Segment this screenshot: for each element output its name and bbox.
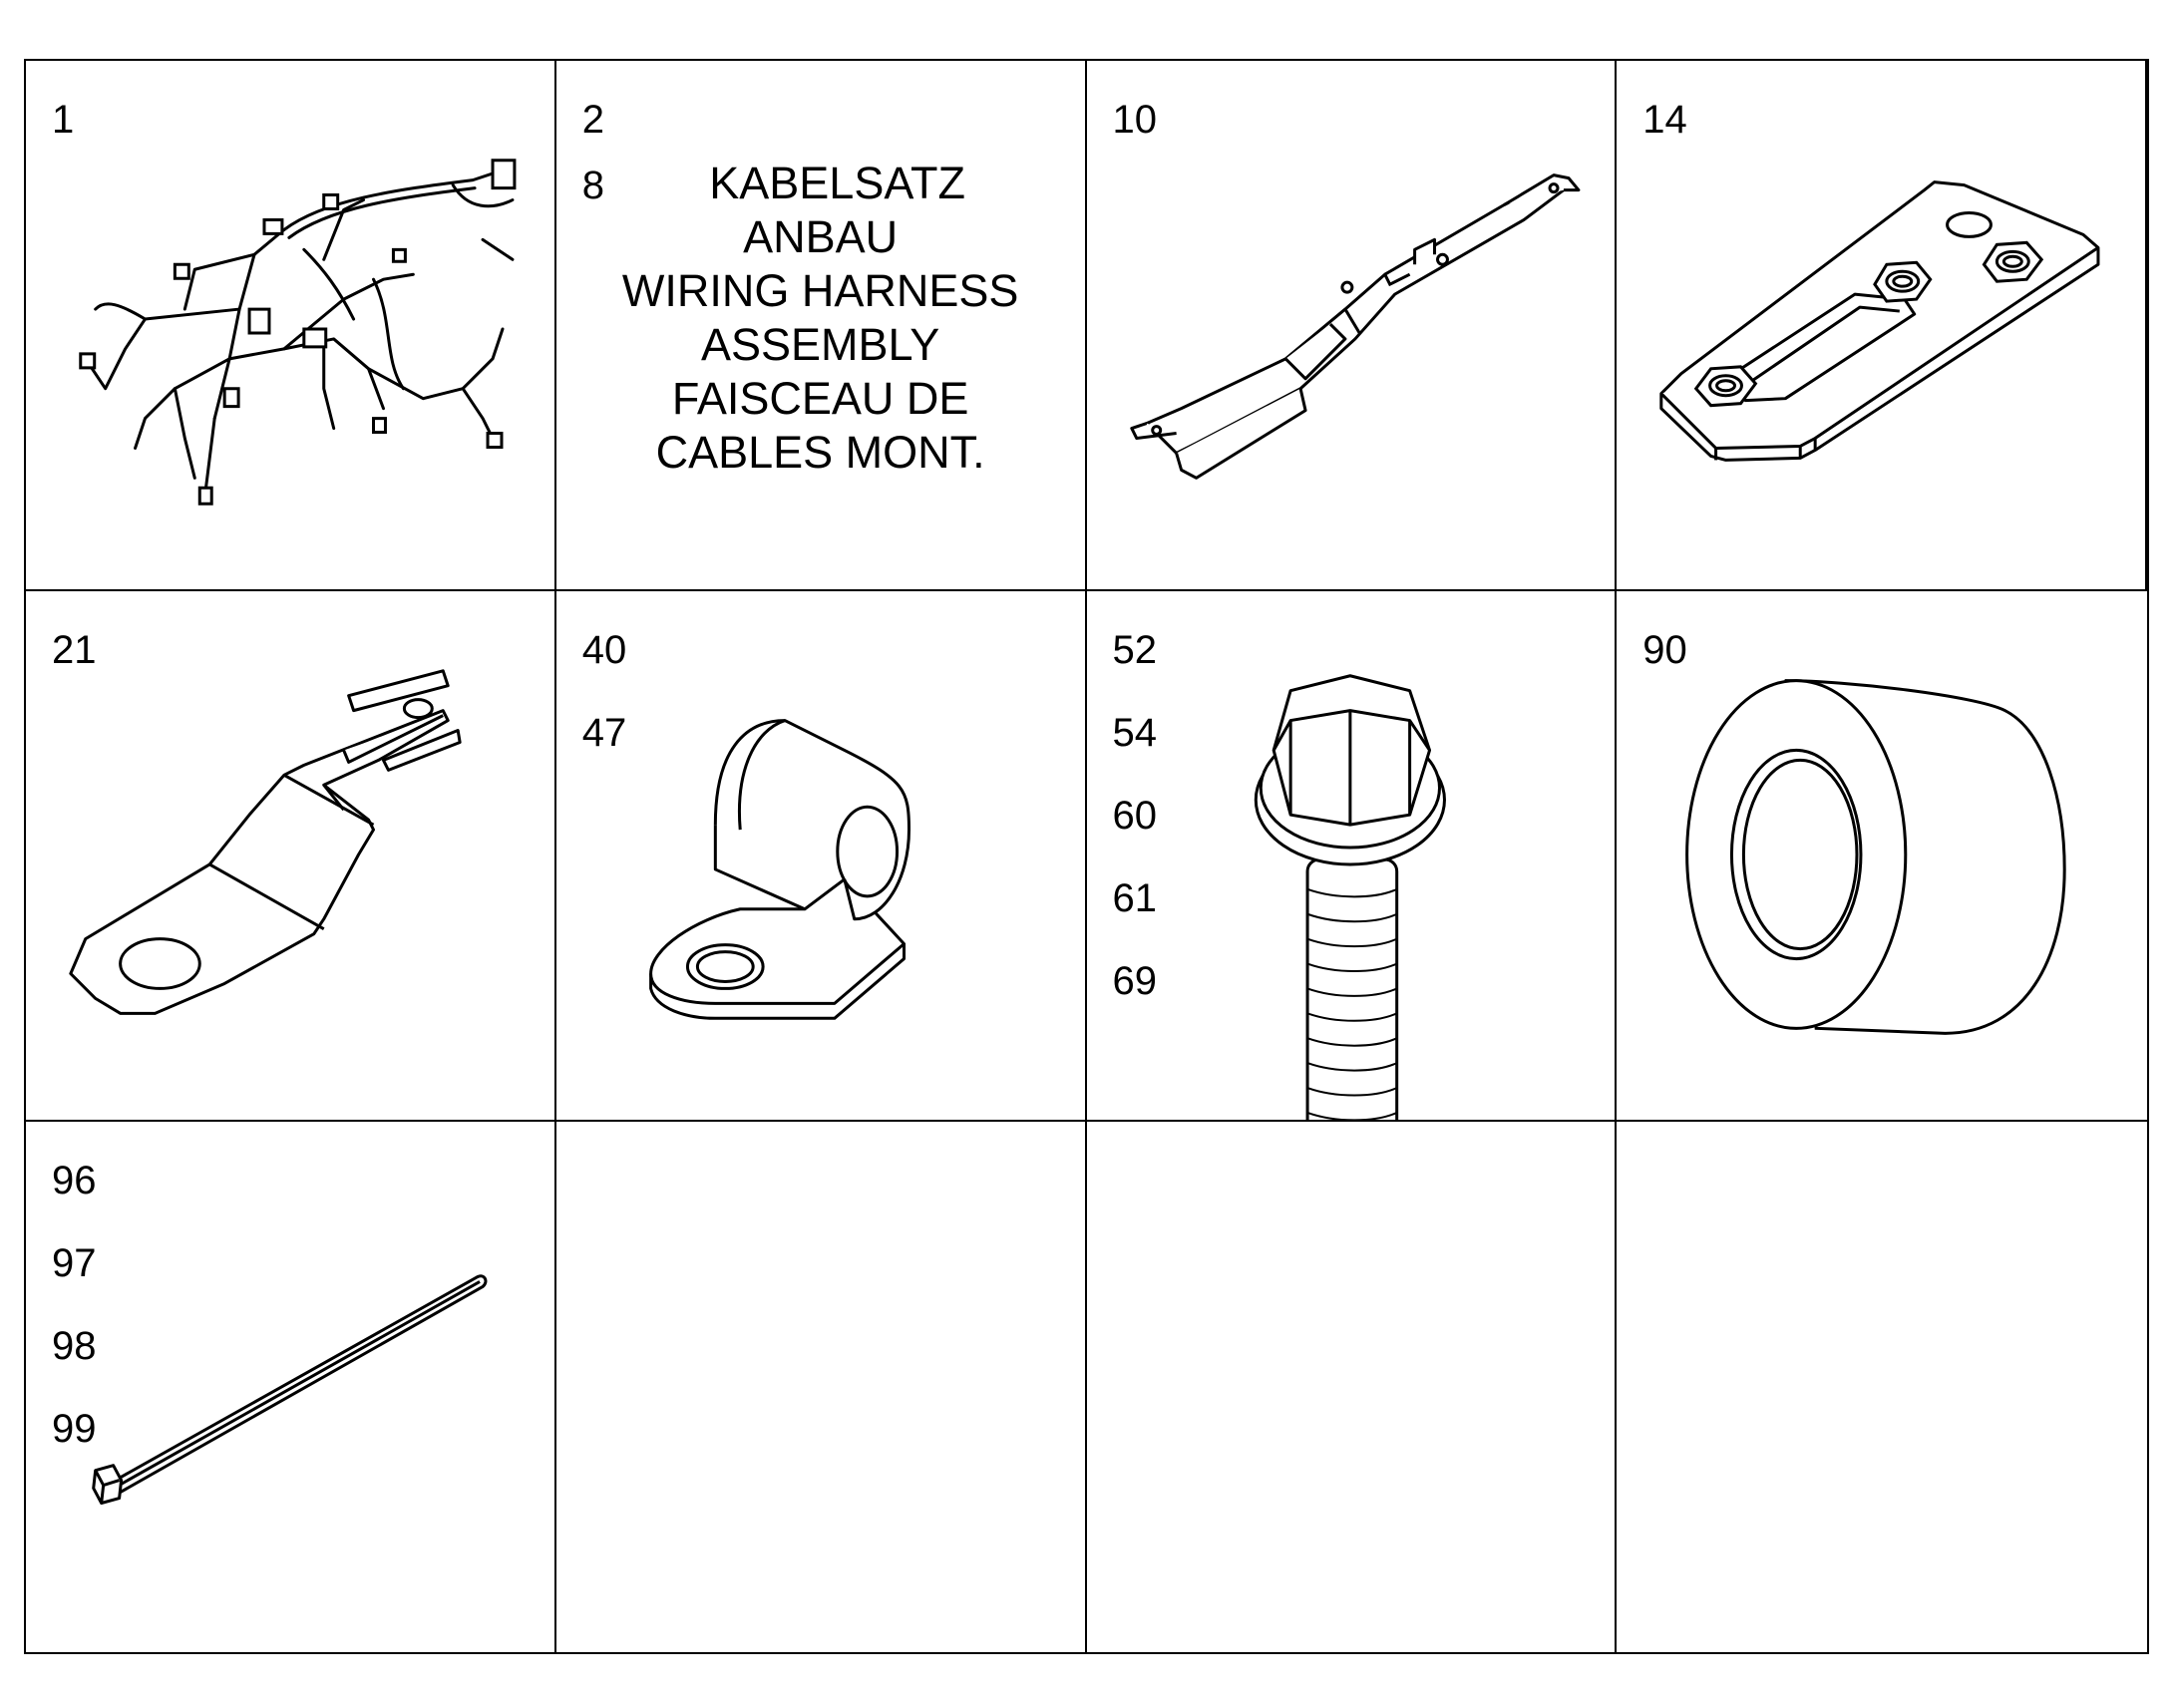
item-number: 54 [1112,711,1158,755]
item-number: 97 [52,1241,97,1285]
item-numbers: 90 [1642,609,1687,692]
part-cell-10: 10 [1086,61,1618,591]
item-numbers: 10 [1113,79,1158,162]
item-numbers: 21 [52,609,97,692]
part-cell-96: 96 97 98 99 [26,1122,556,1652]
part-cell-2: 2 8 KABELSATZ ANBAU WIRING HARNESS ASSEM… [555,61,1087,591]
item-number: 47 [581,711,627,755]
description-line: KABELSATZ [709,158,965,208]
item-number: 14 [1642,98,1687,142]
bracket-bar-icon [1087,61,1616,589]
item-number: 96 [52,1159,97,1202]
wiring-harness-icon [26,61,554,589]
description-line: ANBAU [743,211,899,262]
item-number: 1 [52,98,75,142]
item-number: 2 [581,98,604,142]
description-line: CABLES MONT. [655,427,985,478]
item-numbers: 2 [582,79,604,162]
item-number: 98 [52,1324,97,1368]
empty-cell [556,1122,1087,1652]
item-numbers: 1 [52,79,74,162]
item-number: 90 [1642,628,1687,672]
item-number-sub: 8 [581,164,604,207]
mounting-plate-with-nuts-icon [1617,61,2145,589]
item-number: 60 [1112,794,1158,838]
item-numbers: 40 47 [582,609,627,775]
item-numbers: 96 97 98 99 [52,1140,97,1471]
item-number: 40 [581,628,627,672]
spacer-bushing-icon [1617,591,2147,1120]
description-line: FAISCEAU DE [671,373,969,424]
p-clamp-icon [556,591,1085,1120]
item-numbers: 52 54 60 61 69 [1113,609,1158,1023]
item-number: 61 [1112,876,1158,920]
item-number: 10 [1112,98,1158,142]
ground-strap-icon [26,591,554,1120]
item-number: 21 [52,628,97,672]
description-line: ASSEMBLY [700,319,940,370]
empty-cell [1087,1122,1618,1652]
part-cell-21: 21 [26,591,556,1122]
flange-bolt-icon [1087,591,1616,1120]
part-cell-90: 90 [1617,591,2147,1122]
item-number: 99 [52,1407,97,1451]
item-number: 69 [1112,959,1158,1003]
part-cell-40: 40 47 [555,591,1087,1122]
part-cell-14: 14 [1617,61,2147,591]
cable-tie-icon [26,1122,554,1652]
part-description: KABELSATZ ANBAU WIRING HARNESS ASSEMBLY … [556,157,1085,480]
description-line: WIRING HARNESS [621,265,1019,316]
item-number: 52 [1112,628,1158,672]
parts-grid: 1 [24,59,2149,1654]
empty-cell [1617,1122,2147,1652]
part-cell-1: 1 [26,61,556,591]
part-cell-52: 52 54 60 61 69 [1086,591,1618,1122]
item-numbers: 14 [1642,79,1687,162]
